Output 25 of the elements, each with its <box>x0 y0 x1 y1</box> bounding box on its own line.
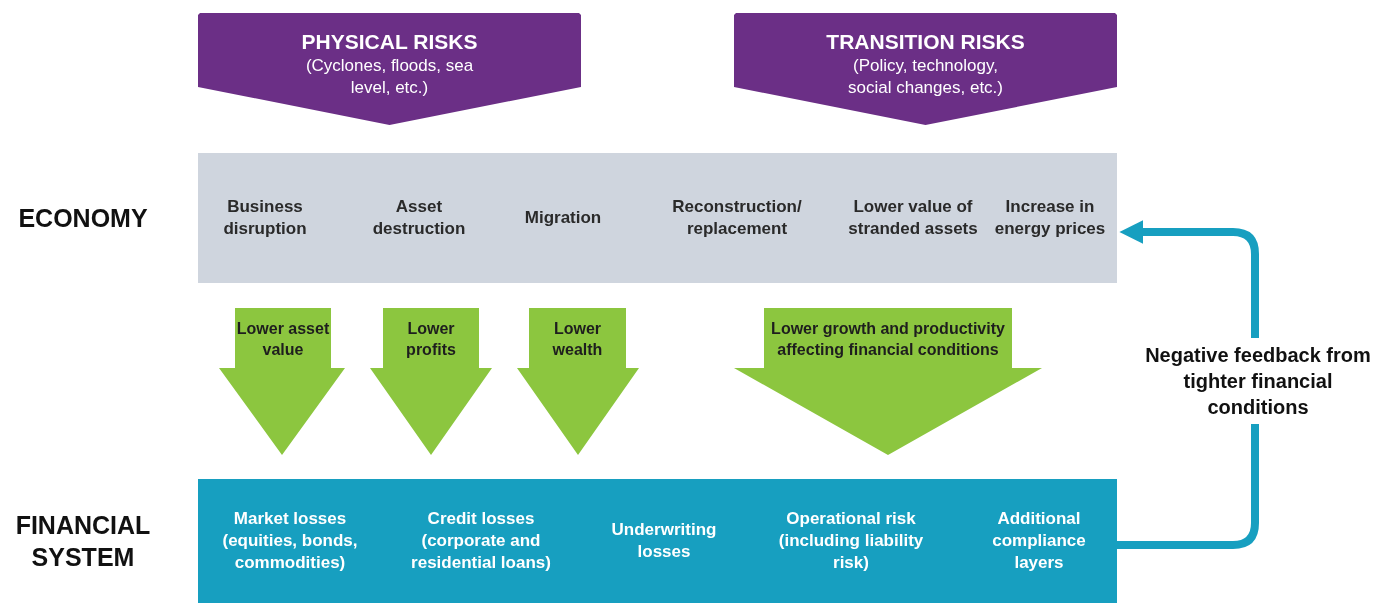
impact-text: Operational risk (including liability risk) <box>777 508 925 574</box>
risk-examples: (Cyclones, floods, sea level, etc.) <box>304 55 475 99</box>
impact-text: Reconstruction/ replacement <box>671 196 803 240</box>
layer-heading: ECONOMY <box>17 203 149 234</box>
arrow-label: Lower growth and productivity affecting financial conditions <box>770 319 1006 360</box>
arrow-label: Lower wealth <box>551 319 604 360</box>
impact-text: Increase in energy prices <box>993 196 1107 240</box>
impact-text: Asset destruction <box>371 196 467 240</box>
impact-text: Underwriting losses <box>610 519 718 563</box>
layer-heading: FINANCIAL SYSTEM <box>14 510 152 573</box>
impact-text: Market losses (equities, bonds, commodities) <box>221 508 359 574</box>
impact-text: Credit losses (corporate and residential loans) <box>410 508 552 574</box>
impact-text: Lower value of stranded assets <box>848 196 978 240</box>
risk-examples: (Policy, technology, social changes, etc.) <box>847 55 1004 99</box>
impact-text: Migration <box>524 207 602 229</box>
block-arrow <box>370 308 492 455</box>
arrow-label: Lower profits <box>405 319 457 360</box>
arrow-label: Lower asset value <box>235 319 331 360</box>
block-arrow <box>517 308 639 455</box>
block-arrow <box>219 308 345 455</box>
risk-heading: TRANSITION RISKS <box>826 29 1025 55</box>
block-arrow <box>734 308 1042 455</box>
impact-text: Additional compliance layers <box>991 508 1087 574</box>
risk-heading: PHYSICAL RISKS <box>301 29 478 55</box>
impact-text: Business disruption <box>222 196 308 240</box>
